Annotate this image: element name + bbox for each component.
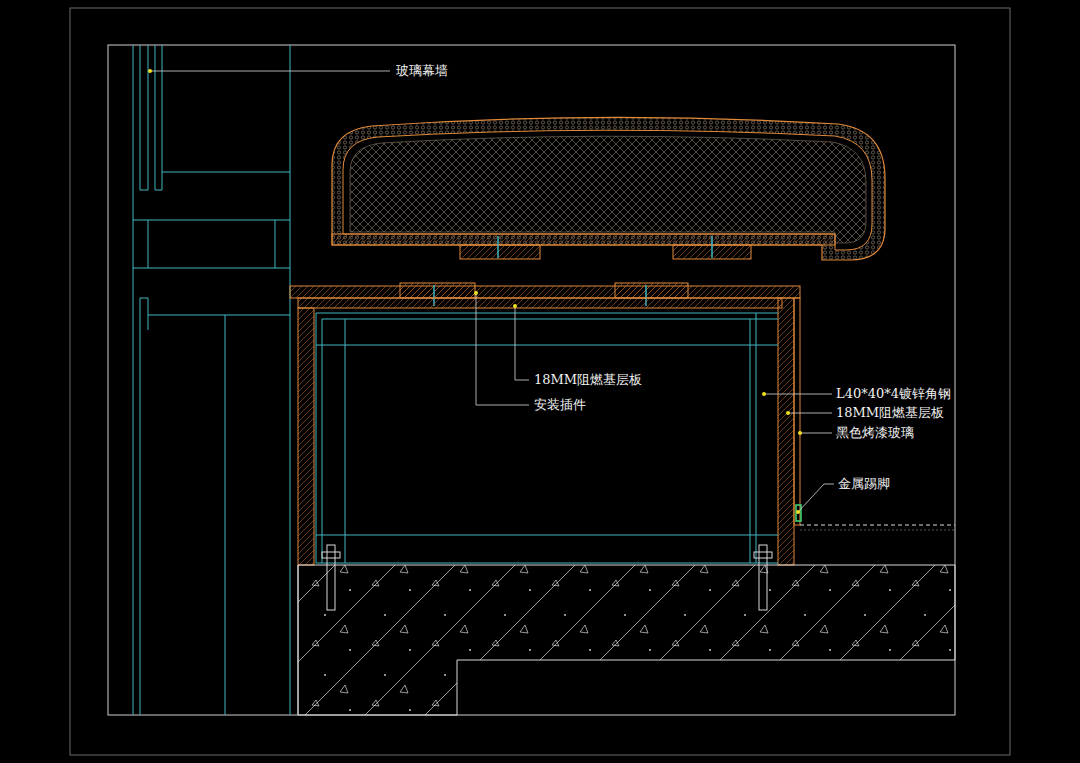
part-label: 黑色烤漆玻璃 — [836, 425, 914, 441]
part-label: 18MM阻燃基层板 — [534, 372, 642, 388]
part-label: 玻璃幕墙 — [396, 63, 448, 79]
part-label: L40*40*4镀锌角钢 — [836, 386, 951, 402]
leader-lines — [150, 71, 834, 512]
part-label: 金属踢脚 — [838, 476, 890, 492]
part-label: 安装插件 — [534, 397, 586, 413]
part-label: 18MM阻燃基层板 — [836, 405, 944, 421]
